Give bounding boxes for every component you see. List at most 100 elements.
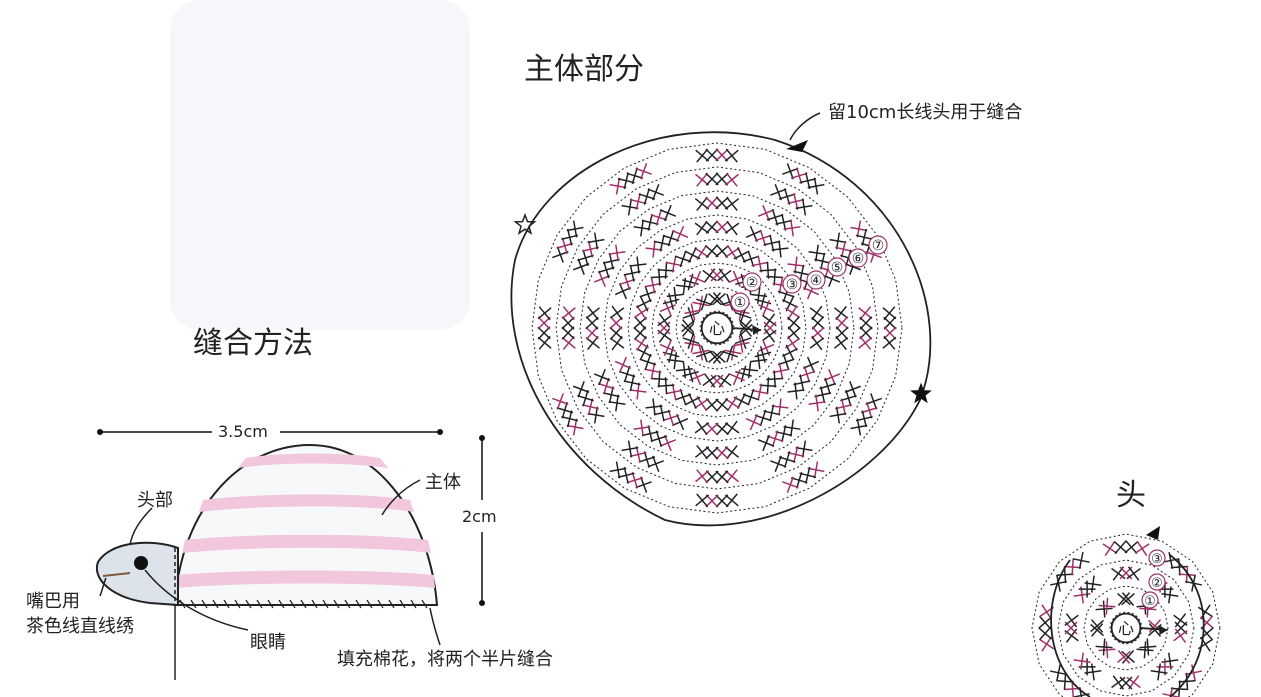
single-crochet-stitch [882, 335, 897, 350]
single-crochet-stitch [754, 409, 772, 427]
body-stripe [199, 494, 414, 512]
single-crochet-stitch [705, 148, 719, 162]
single-crochet-stitch [715, 422, 729, 436]
single-crochet-stitch [1121, 650, 1135, 664]
round-number-label: ③ [1151, 552, 1163, 567]
seam-stitch-tick [333, 599, 340, 609]
seam-stitch-tick [377, 599, 384, 609]
single-crochet-stitch [684, 335, 702, 353]
single-crochet-stitch [609, 316, 623, 330]
single-crochet-stitch [1113, 540, 1128, 555]
single-crochet-stitch [762, 328, 777, 343]
single-crochet-stitch [537, 335, 552, 350]
single-crochet-stitch [1126, 566, 1141, 581]
single-crochet-stitch [684, 393, 701, 409]
single-crochet-stitch [795, 440, 813, 458]
single-crochet-stitch [745, 225, 762, 243]
single-crochet-stitch [771, 398, 789, 416]
single-crochet-stitch [724, 493, 739, 508]
single-crochet-stitch [705, 470, 719, 484]
single-crochet-stitch [809, 335, 825, 351]
single-crochet-stitch [1126, 675, 1141, 690]
single-crochet-stitch [807, 461, 825, 479]
title-head: 头 [1116, 478, 1146, 513]
single-crochet-stitch [715, 446, 729, 460]
width-dimension-label: 3.5cm [218, 422, 268, 441]
single-crochet-stitch [623, 374, 641, 392]
single-crochet-stitch [598, 377, 615, 395]
outer-edge-outline [1050, 554, 1205, 697]
single-crochet-stitch [1161, 586, 1179, 604]
seam-stitch-tick [300, 599, 307, 609]
single-crochet-stitch [561, 335, 576, 350]
single-crochet-stitch [808, 394, 826, 412]
single-crochet-stitch [552, 246, 569, 263]
single-crochet-stitch [1199, 615, 1214, 630]
single-crochet-stitch [786, 326, 801, 341]
single-crochet-stitch [708, 350, 722, 364]
single-crochet-stitch [712, 350, 726, 364]
single-crochet-stitch [695, 469, 710, 484]
round-number-label: ② [1151, 576, 1163, 591]
round-number-badge [868, 235, 888, 255]
single-crochet-stitch [751, 383, 769, 401]
single-crochet-stitch [1111, 675, 1126, 690]
single-crochet-stitch [647, 455, 664, 473]
single-crochet-stitch [623, 264, 641, 282]
round-number-label: ① [734, 295, 747, 311]
arrow-head-icon [1158, 625, 1168, 635]
single-crochet-stitch [809, 305, 825, 321]
single-crochet-stitch [840, 389, 857, 407]
single-crochet-stitch [666, 286, 684, 304]
single-crochet-stitch [782, 344, 798, 361]
single-crochet-stitch [572, 258, 590, 275]
single-crochet-stitch [665, 255, 683, 273]
single-crochet-stitch [835, 316, 849, 330]
hollow-star-icon [513, 212, 537, 235]
single-crochet-stitch [1197, 604, 1213, 620]
single-crochet-stitch [772, 362, 790, 380]
single-crochet-stitch [1038, 626, 1053, 641]
seam-stitch-tick [190, 599, 197, 609]
single-crochet-stitch [681, 323, 695, 337]
cut-yarn-triangle-icon [786, 140, 808, 152]
single-crochet-stitch [659, 434, 677, 452]
single-crochet-stitch [609, 461, 627, 479]
single-crochet-stitch [766, 268, 784, 286]
single-crochet-stitch [561, 306, 576, 321]
single-crochet-stitch [566, 220, 584, 238]
single-crochet-stitch [659, 204, 677, 222]
single-crochet-stitch [1050, 664, 1067, 682]
single-crochet-stitch [829, 406, 847, 424]
single-crochet-stitch [793, 264, 811, 282]
single-crochet-stitch [1121, 592, 1135, 606]
single-crochet-stitch [561, 410, 579, 428]
round-number-badge [848, 248, 868, 268]
single-crochet-stitch [617, 466, 635, 484]
round-number-label: ④ [810, 273, 823, 289]
single-crochet-stitch [733, 247, 750, 263]
single-crochet-stitch [1173, 613, 1188, 628]
single-crochet-stitch [609, 335, 625, 351]
single-crochet-stitch [618, 365, 636, 383]
single-crochet-stitch [618, 273, 636, 291]
single-crochet-stitch [787, 256, 805, 274]
seam-stitch-tick [267, 599, 274, 609]
center-label: 心 [1118, 619, 1134, 638]
note-yarn-tail: 留10cm长线头用于缝合 [828, 102, 1023, 123]
single-crochet-stitch [750, 352, 768, 370]
single-crochet-stitch [715, 172, 729, 186]
seam-stitches [179, 599, 428, 609]
single-crochet-stitch [1039, 636, 1055, 652]
single-crochet-stitch [762, 313, 777, 328]
single-crochet-stitch [593, 368, 611, 386]
single-crochet-stitch [705, 196, 719, 210]
round-number-label: ① [1144, 594, 1156, 609]
chain-round-ring [1109, 611, 1143, 645]
single-crochet-stitch [650, 370, 668, 388]
single-crochet-stitch [675, 361, 693, 379]
single-crochet-stitch [787, 446, 805, 463]
single-crochet-stitch [633, 315, 648, 330]
title-sewing-method: 缝合方法 [193, 326, 313, 361]
single-crochet-stitch [1095, 638, 1113, 656]
